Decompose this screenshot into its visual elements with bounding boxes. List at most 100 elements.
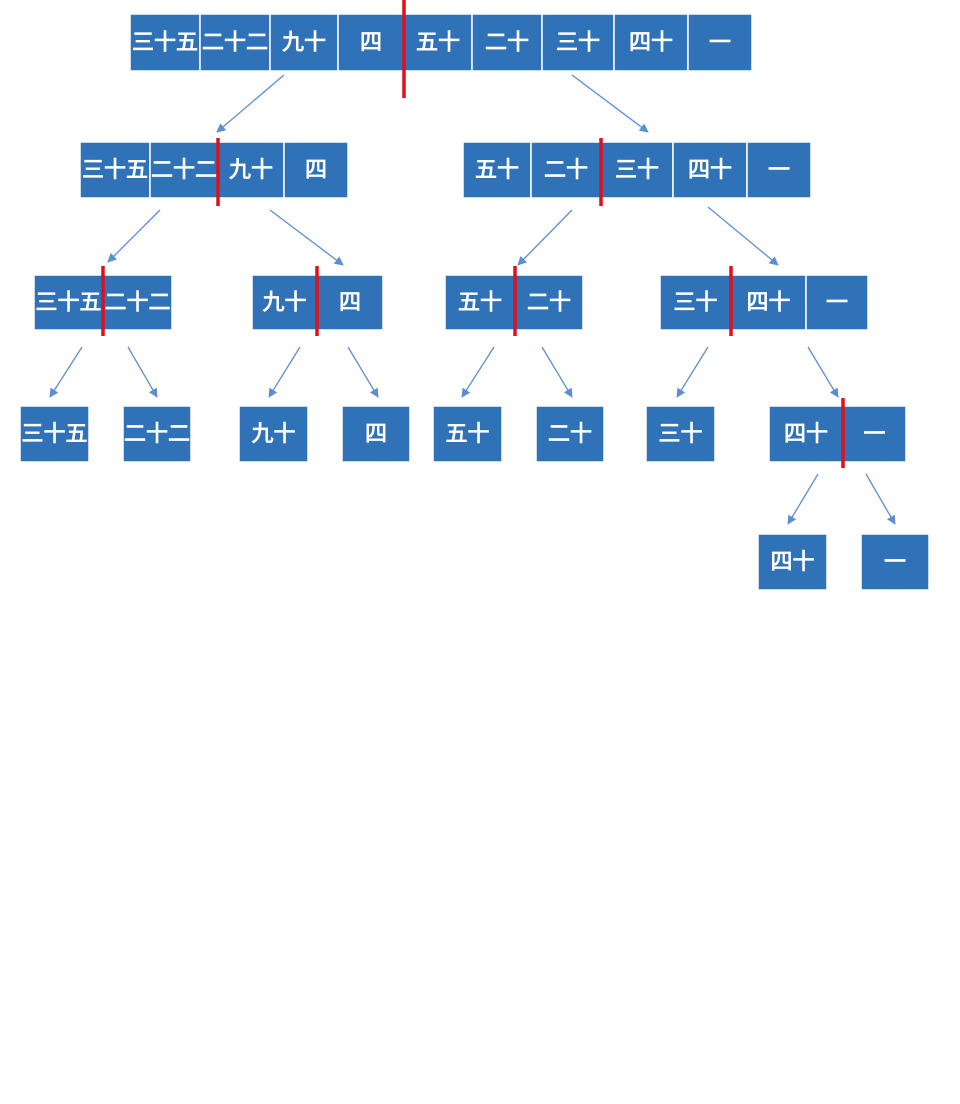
array-cell bbox=[541, 13, 615, 72]
cell-value-label: 四十 bbox=[629, 31, 673, 56]
cell-value-label: 四十 bbox=[688, 158, 732, 183]
array-group: 四 bbox=[341, 405, 411, 463]
cell-value-label: 一 bbox=[709, 31, 731, 56]
cell-value-label: 四 bbox=[360, 31, 382, 56]
arrow-connector bbox=[787, 473, 819, 525]
arrow-connector bbox=[269, 209, 344, 266]
cell-value-label: 三十五 bbox=[132, 31, 198, 56]
arrow-connector bbox=[571, 74, 649, 133]
array-cell bbox=[613, 13, 689, 72]
array-cell bbox=[730, 274, 807, 331]
cell-value-label: 四 bbox=[339, 291, 361, 316]
cell-value-label: 四 bbox=[365, 422, 387, 447]
arrow-connector bbox=[127, 346, 158, 398]
cell-value-label: 四十 bbox=[770, 550, 814, 575]
array-cell bbox=[129, 13, 201, 72]
array-cell bbox=[462, 141, 532, 199]
arrow-connector bbox=[807, 346, 839, 398]
array-cell bbox=[687, 13, 753, 72]
arrow-connector bbox=[707, 206, 779, 266]
array-cell bbox=[283, 141, 349, 199]
array-group: 三十五二十二 bbox=[33, 274, 173, 331]
arrow-connector bbox=[49, 346, 83, 398]
split-lines-layer bbox=[101, 0, 845, 468]
cell-value-label: 三十五 bbox=[21, 422, 87, 447]
arrow-connector bbox=[216, 74, 285, 133]
cell-value-label: 四 bbox=[305, 158, 327, 183]
array-cell bbox=[122, 405, 192, 463]
cell-value-label: 三十五 bbox=[82, 158, 148, 183]
array-cell bbox=[432, 405, 503, 463]
array-cell bbox=[805, 274, 869, 331]
cell-value-label: 三十 bbox=[673, 291, 717, 316]
cell-value-label: 二十二 bbox=[151, 158, 217, 183]
arrow-connector bbox=[517, 209, 573, 266]
array-group: 三十五二十二九十 四 bbox=[79, 141, 349, 199]
arrow-connector bbox=[107, 209, 161, 263]
array-cell bbox=[33, 274, 104, 331]
array-cell bbox=[79, 141, 151, 199]
cell-value-label: 三十 bbox=[615, 158, 659, 183]
boxes-layer: 三十五二十二九十四五十二十三十四十一三十五二十二九十四五十二十三十四十一三十五二… bbox=[19, 13, 930, 591]
array-group: 二十 bbox=[535, 405, 605, 463]
cell-value-label: 九十 bbox=[228, 158, 273, 183]
array-cell bbox=[860, 533, 930, 591]
array-group: 四十 一 bbox=[768, 405, 907, 463]
array-cell bbox=[251, 274, 318, 331]
array-cell bbox=[746, 141, 812, 199]
arrow-connector bbox=[541, 346, 573, 398]
cell-value-label: 九十 bbox=[281, 31, 326, 56]
cell-value-label: 一 bbox=[884, 550, 906, 575]
arrow-connector bbox=[461, 346, 495, 398]
cell-value-label: 五十 bbox=[458, 291, 502, 316]
cell-value-label: 二十二 bbox=[104, 291, 170, 316]
cell-value-label: 三十五 bbox=[35, 291, 101, 316]
cell-value-label: 九十 bbox=[250, 422, 295, 447]
cell-value-label: 五十 bbox=[475, 158, 519, 183]
cell-value-label: 四十 bbox=[784, 422, 828, 447]
cell-value-label: 一 bbox=[863, 422, 885, 447]
cell-value-label: 一 bbox=[826, 291, 848, 316]
array-group: 五十 bbox=[432, 405, 503, 463]
array-group: 四十 bbox=[757, 533, 828, 591]
arrow-connector bbox=[268, 346, 301, 398]
cell-value-label: 九十 bbox=[261, 291, 306, 316]
cell-value-label: 二十二 bbox=[124, 422, 190, 447]
cell-value-label: 三十 bbox=[556, 31, 600, 56]
cell-value-label: 五十 bbox=[416, 31, 460, 56]
arrows-layer bbox=[49, 74, 896, 525]
array-cell bbox=[19, 405, 90, 463]
arrow-connector bbox=[676, 346, 709, 398]
array-cell bbox=[199, 13, 271, 72]
cell-value-label: 三十 bbox=[658, 422, 702, 447]
cell-value-label: 二十二 bbox=[202, 31, 268, 56]
array-cell bbox=[341, 405, 411, 463]
array-cell bbox=[530, 141, 602, 199]
array-cell bbox=[645, 405, 716, 463]
array-cell bbox=[444, 274, 516, 331]
cell-value-label: 二十 bbox=[548, 422, 592, 447]
array-group: 三十 四十 一 bbox=[659, 274, 869, 331]
array-group: 二十二 bbox=[122, 405, 192, 463]
array-group: 三十五 bbox=[19, 405, 90, 463]
cell-value-label: 二十 bbox=[544, 158, 588, 183]
arrow-connector bbox=[347, 346, 379, 398]
array-cell bbox=[238, 405, 309, 463]
array-cell bbox=[535, 405, 605, 463]
array-cell bbox=[217, 141, 285, 199]
arrow-connector bbox=[865, 473, 896, 525]
array-cell bbox=[757, 533, 828, 591]
cell-value-label: 二十 bbox=[485, 31, 529, 56]
array-cell bbox=[149, 141, 219, 199]
array-group: 五十二十三十四十一 bbox=[462, 141, 812, 199]
array-cell bbox=[768, 405, 844, 463]
array-cell bbox=[471, 13, 543, 72]
cell-value-label: 五十 bbox=[445, 422, 489, 447]
array-group: 一 bbox=[860, 533, 930, 591]
array-group: 三十五二十二九十 四 五十二十 三十 四十 一 bbox=[129, 13, 753, 72]
cell-value-label: 四十 bbox=[746, 291, 790, 316]
cell-value-label: 二十 bbox=[527, 291, 571, 316]
array-cell bbox=[269, 13, 339, 72]
array-group: 九十 bbox=[238, 405, 309, 463]
